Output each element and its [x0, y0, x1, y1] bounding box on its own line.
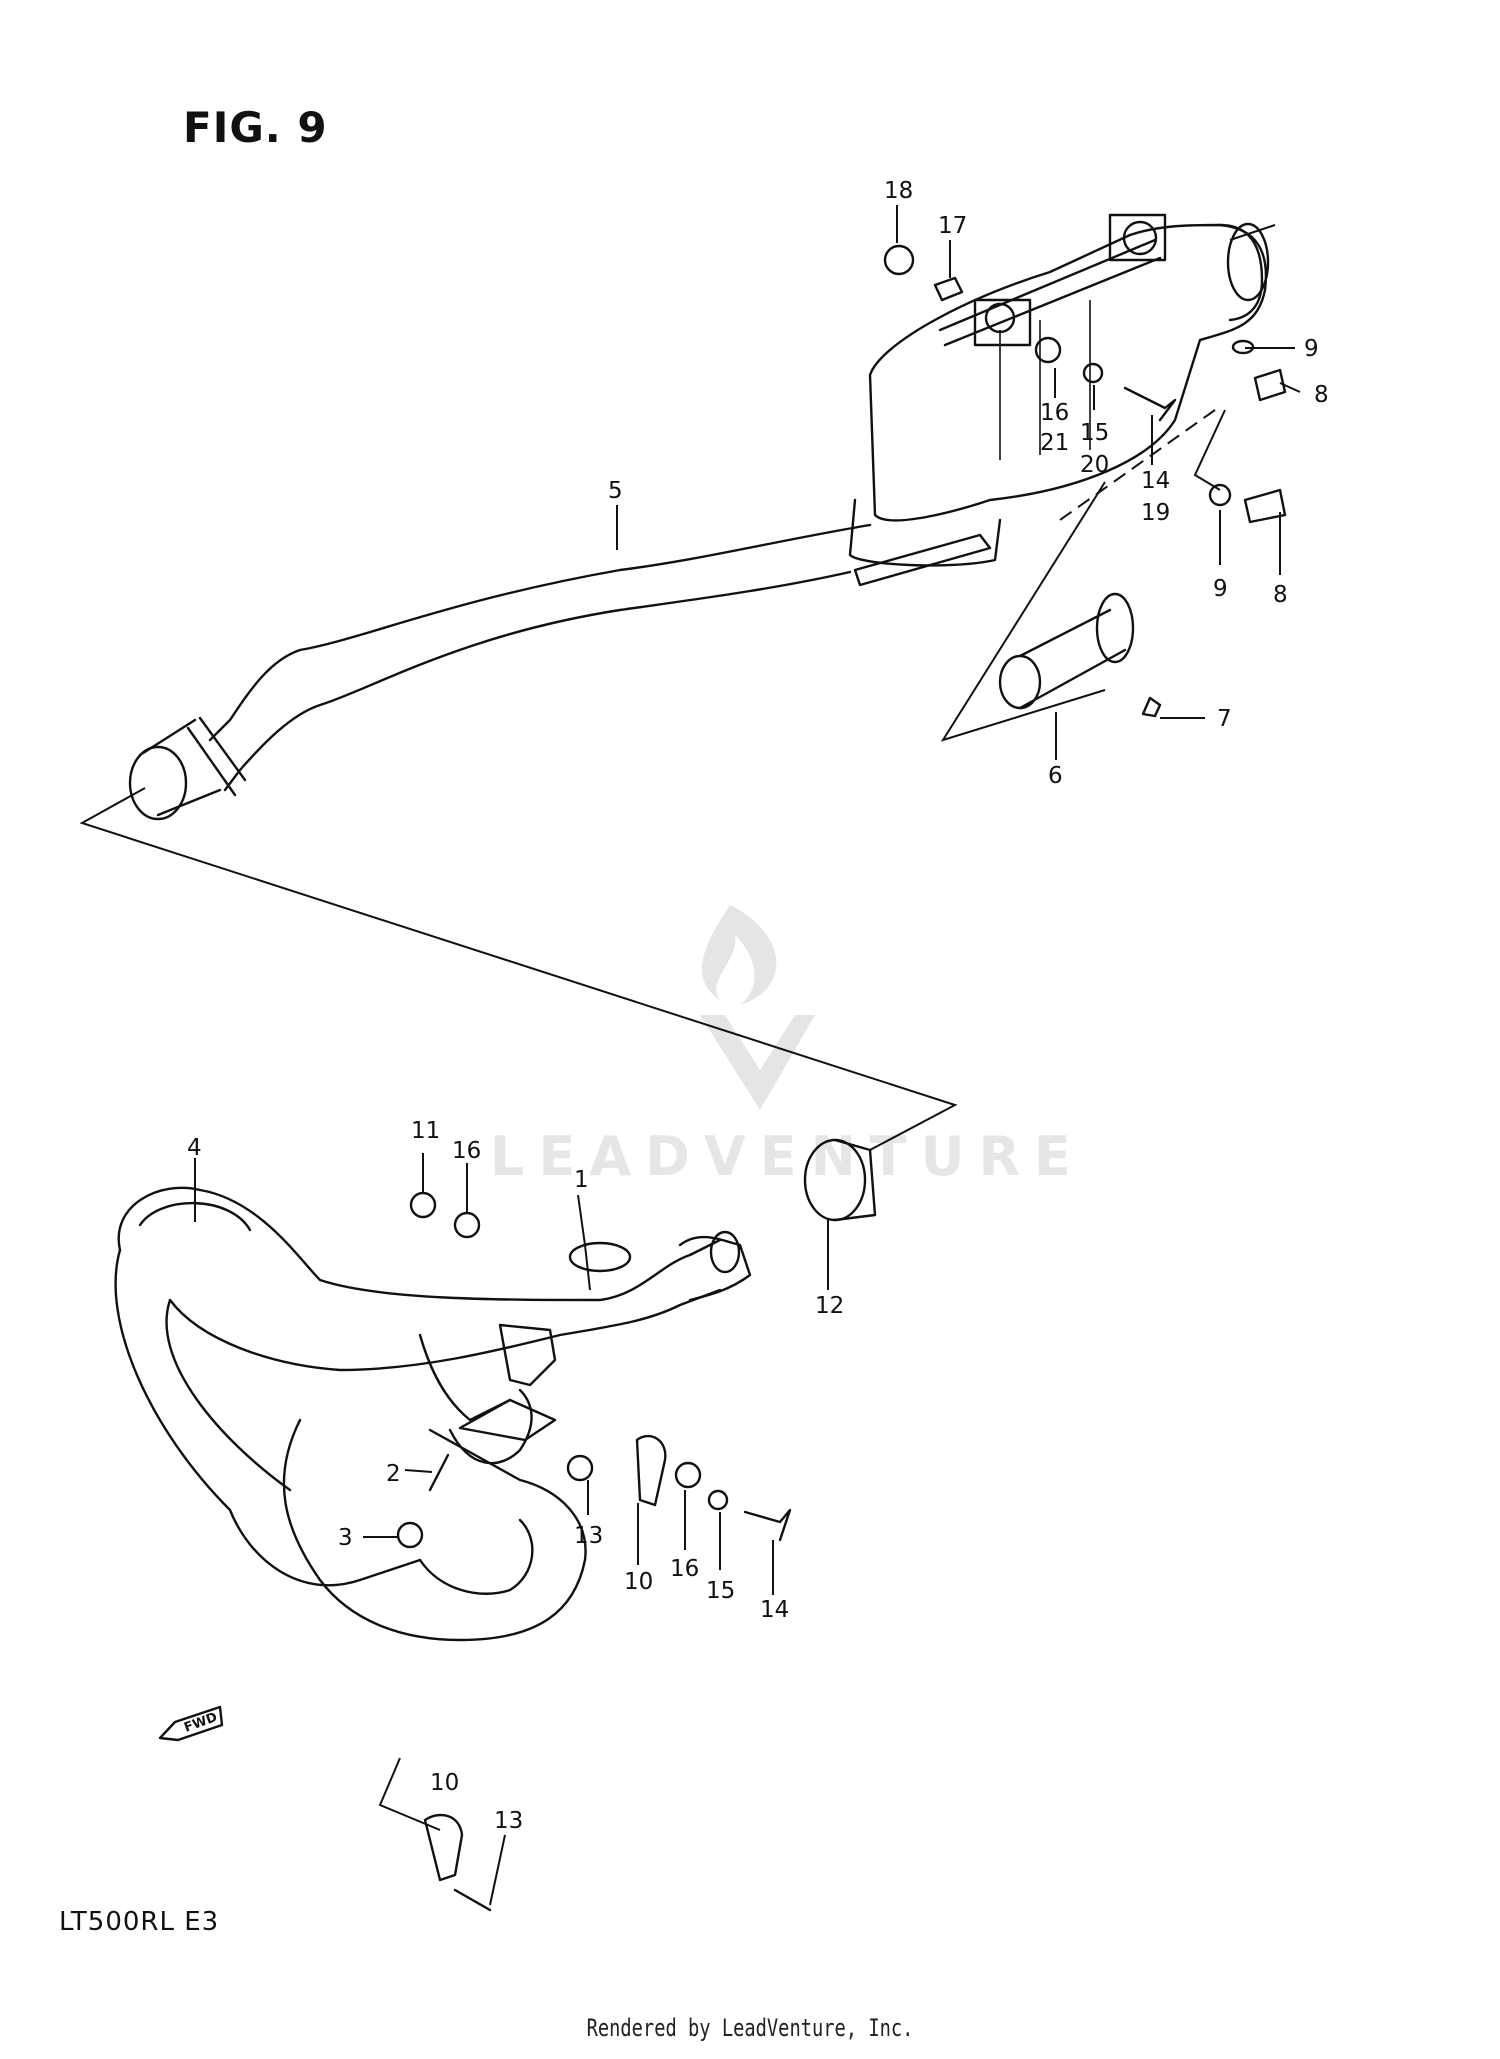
bolt-13: [566, 1454, 594, 1482]
figure-title: FIG. 9: [183, 103, 328, 152]
bolt-14: [1123, 386, 1177, 422]
callout-16c: 16: [670, 1556, 699, 1582]
outlet-end-line: [1229, 224, 1276, 241]
callout-16b: 16: [452, 1138, 481, 1164]
front-pipe: [114, 1186, 752, 1642]
muffler-assembly: [128, 213, 1270, 821]
callout-18: 18: [884, 178, 913, 204]
reference-lines: [79, 224, 1276, 1151]
callout-15b: 15: [706, 1578, 735, 1604]
callout-14b: 14: [760, 1597, 789, 1623]
callout-19: 19: [1141, 500, 1170, 526]
gasket-12: [803, 1138, 867, 1222]
bracket-10-low: [423, 1813, 464, 1882]
watermark-logo: [700, 905, 815, 1110]
callout-labels: 1 2 3 4 5 6 7 8 8 9 9 10 10 11 12 13 13 …: [187, 178, 1329, 1834]
model-code: LT500RL E3: [59, 1907, 220, 1937]
grommet-18: [883, 244, 915, 276]
callout-14a: 14: [1141, 468, 1170, 494]
tail-cone-line: [1059, 409, 1216, 521]
nut-15-low: [707, 1489, 729, 1511]
callout-8b: 8: [1273, 582, 1288, 608]
callout-11: 11: [411, 1118, 440, 1144]
callout-8a: 8: [1314, 382, 1329, 408]
washer-16-mid: [453, 1211, 481, 1239]
muffler-cover-line: [1193, 409, 1226, 491]
bolt-8-top: [1253, 368, 1287, 402]
callout-13a: 13: [574, 1523, 603, 1549]
callout-7: 7: [1217, 706, 1232, 732]
bolt-8-bottom: [1243, 488, 1287, 524]
pipe-connection-line: [79, 787, 958, 1151]
tail-cone-guide: [940, 481, 1106, 742]
fwd-arrow: [158, 1705, 224, 1742]
nut-3: [396, 1521, 424, 1549]
callout-17: 17: [938, 213, 967, 239]
callout-2: 2: [386, 1461, 401, 1487]
stud-2: [428, 1453, 450, 1492]
nut-15: [1082, 362, 1104, 384]
callout-9b: 9: [1213, 576, 1228, 602]
collar-17: [933, 276, 964, 302]
hardware: FWD: [158, 244, 1287, 1912]
callout-10b: 10: [430, 1770, 459, 1796]
callout-10a: 10: [624, 1569, 653, 1595]
leader-lines: [194, 205, 1301, 1906]
washer-16-low: [674, 1461, 702, 1489]
bracket-10: [635, 1434, 667, 1507]
callout-3: 3: [338, 1525, 353, 1551]
callout-6: 6: [1048, 763, 1063, 789]
callout-5: 5: [608, 478, 623, 504]
callout-1: 1: [574, 1167, 589, 1193]
callout-13b: 13: [494, 1808, 523, 1834]
callout-12: 12: [815, 1293, 844, 1319]
footer-credit: Rendered by LeadVenture, Inc.: [586, 2014, 914, 2042]
bolt-13-low: [453, 1888, 492, 1912]
washer-16: [1034, 336, 1062, 364]
callout-15a: 15: [1080, 420, 1109, 446]
bolt-14-low: [743, 1508, 792, 1542]
screw-7: [1141, 696, 1162, 718]
nut-11: [409, 1191, 437, 1219]
callout-21: 21: [1040, 430, 1069, 456]
callout-4: 4: [187, 1135, 202, 1161]
watermark-text: LEADVENTURE: [490, 1125, 1085, 1188]
washer-9-bottom: [1208, 483, 1232, 507]
callout-9a: 9: [1304, 336, 1319, 362]
gasket-1: [568, 1241, 632, 1273]
callout-20: 20: [1080, 452, 1109, 478]
callout-16a: 16: [1040, 400, 1069, 426]
